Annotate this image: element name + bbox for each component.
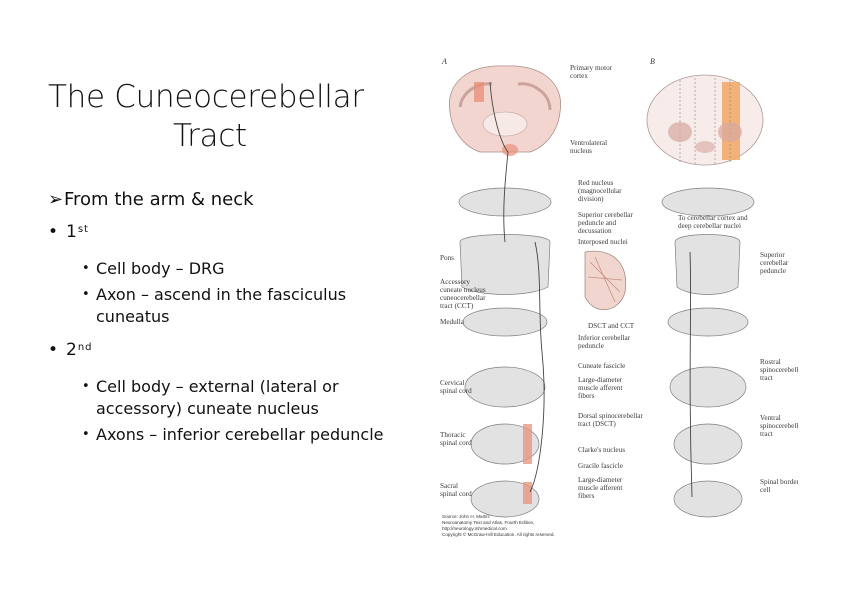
motor-pathway [489, 81, 509, 243]
svg-text:Large-diameter: Large-diameter [578, 376, 623, 384]
svg-text:Neuroanatomy Text and Atlas, F: Neuroanatomy Text and Atlas, Fourth Edit… [442, 520, 534, 525]
bullet-first-order: • 1st [48, 222, 89, 242]
gracile-highlight [523, 482, 532, 504]
svg-text:Copyright © McGraw-Hill Educat: Copyright © McGraw-Hill Education. All r… [442, 531, 555, 537]
svg-text:cerebellar: cerebellar [760, 259, 789, 267]
svg-text:peduncle: peduncle [760, 267, 786, 275]
svg-text:Gracile fascicle: Gracile fascicle [578, 462, 623, 470]
bullet-list: ➢ From the arm & neck • 1st • Cell body … [48, 188, 388, 450]
figure-source: Source: John H. Martin: Neuroanatomy Tex… [442, 514, 555, 537]
sub-bullet: • Axon – ascend in the fasciculus cuneat… [82, 285, 347, 326]
svg-text:spinal cord: spinal cord [440, 387, 472, 395]
svg-text:spinocerebellar: spinocerebellar [760, 366, 798, 374]
svg-text:tract (DSCT): tract (DSCT) [578, 420, 616, 428]
labels-b: To cerebellar cortex and deep cerebellar… [678, 214, 798, 494]
svg-text:To cerebellar cortex and: To cerebellar cortex and [678, 214, 748, 222]
vsct-pathway [689, 251, 693, 498]
cross-sections-a [458, 187, 552, 518]
svg-text:Cuneate fascicle: Cuneate fascicle [578, 362, 625, 370]
svg-text:division): division) [578, 195, 604, 203]
arrow-bullet-icon: ➢ [48, 189, 64, 210]
svg-text:Clarke's nucleus: Clarke's nucleus [578, 446, 625, 454]
clarke-nucleus-highlight [523, 424, 532, 464]
svg-text:Red nucleus: Red nucleus [578, 179, 614, 187]
dot-bullet-icon: • [82, 287, 90, 302]
svg-text:Rostral: Rostral [760, 358, 781, 366]
svg-text:Superior cerebellar: Superior cerebellar [578, 211, 633, 219]
svg-text:Pons: Pons [440, 254, 454, 262]
svg-text:Source: John H. Martin:: Source: John H. Martin: [442, 514, 490, 519]
svg-text:DSCT and CCT: DSCT and CCT [588, 322, 635, 330]
brain-section-a [448, 65, 562, 156]
cerebellum-inset [584, 250, 627, 311]
svg-text:fibers: fibers [578, 492, 595, 500]
sub-bullet: • Cell body – external (lateral or acces… [82, 377, 339, 418]
svg-text:Interposed nuclei: Interposed nuclei [578, 238, 628, 246]
bullet-second-order: • 2nd [48, 340, 93, 360]
svg-text:Large-diameter: Large-diameter [578, 476, 623, 484]
svg-text:peduncle and: peduncle and [578, 219, 617, 227]
svg-text:Accessory: Accessory [440, 278, 470, 286]
svg-text:spinal cord: spinal cord [440, 439, 472, 447]
dot-bullet-icon: • [82, 261, 90, 276]
svg-text:http://neurology.mhmedical.com: http://neurology.mhmedical.com [442, 526, 507, 531]
dot-bullet-icon: • [48, 340, 59, 360]
svg-text:Spinal border: Spinal border [760, 478, 798, 486]
title-line-1: The Cuneocerebellar [48, 79, 364, 115]
sub-bullet: • Cell body – DRG [82, 259, 225, 278]
svg-text:muscle afferent: muscle afferent [578, 484, 622, 492]
svg-text:fibers: fibers [578, 392, 595, 400]
svg-text:Medulla: Medulla [440, 318, 465, 326]
panel-letter-a: A [441, 57, 447, 66]
svg-text:Dorsal spinocerebellar: Dorsal spinocerebellar [578, 412, 643, 420]
svg-text:nucleus: nucleus [570, 147, 592, 155]
svg-text:tract: tract [760, 430, 773, 438]
spinocerebellar-tract-figure: A B [440, 57, 798, 537]
svg-text:decussation: decussation [578, 227, 612, 235]
svg-text:Sacral: Sacral [440, 482, 458, 490]
title-line-2: Tract [173, 118, 247, 154]
bullet-intro: ➢ From the arm & neck [48, 189, 254, 210]
svg-text:spinal cord: spinal cord [440, 490, 472, 498]
cross-sections-b [661, 187, 755, 518]
dsct-pathway [529, 241, 545, 493]
panel-letter-b: B [650, 57, 655, 66]
svg-text:Cervical: Cervical [440, 379, 464, 387]
svg-text:peduncle: peduncle [578, 342, 604, 350]
svg-text:spinocerebellar: spinocerebellar [760, 422, 798, 430]
svg-text:muscle afferent: muscle afferent [578, 384, 622, 392]
svg-text:Ventral: Ventral [760, 414, 781, 422]
svg-text:deep cerebellar nuclei: deep cerebellar nuclei [678, 222, 741, 230]
slide-title: The Cuneocerebellar Tract [48, 78, 378, 156]
svg-text:Superior: Superior [760, 251, 785, 259]
svg-text:cortex: cortex [570, 72, 588, 80]
svg-text:Ventrolateral: Ventrolateral [570, 139, 607, 147]
dot-bullet-icon: • [82, 379, 90, 394]
dot-bullet-icon: • [82, 427, 90, 442]
svg-text:cuneate nucleus: cuneate nucleus [440, 286, 486, 294]
svg-text:Inferior cerebellar: Inferior cerebellar [578, 334, 631, 342]
svg-text:tract (CCT): tract (CCT) [440, 302, 474, 310]
svg-text:tract: tract [760, 374, 773, 382]
svg-text:cell: cell [760, 486, 770, 494]
brain-section-b [646, 74, 764, 166]
dot-bullet-icon: • [48, 222, 59, 242]
labels-a: Primary motor cortex Ventrolateral nucle… [440, 64, 643, 500]
svg-text:Thoracic: Thoracic [440, 431, 466, 439]
svg-text:(magnocellular: (magnocellular [578, 187, 622, 195]
svg-text:cuneocerebellar: cuneocerebellar [440, 294, 486, 302]
svg-text:Primary motor: Primary motor [570, 64, 613, 72]
sub-bullet: • Axons – inferior cerebellar peduncle [82, 425, 384, 444]
